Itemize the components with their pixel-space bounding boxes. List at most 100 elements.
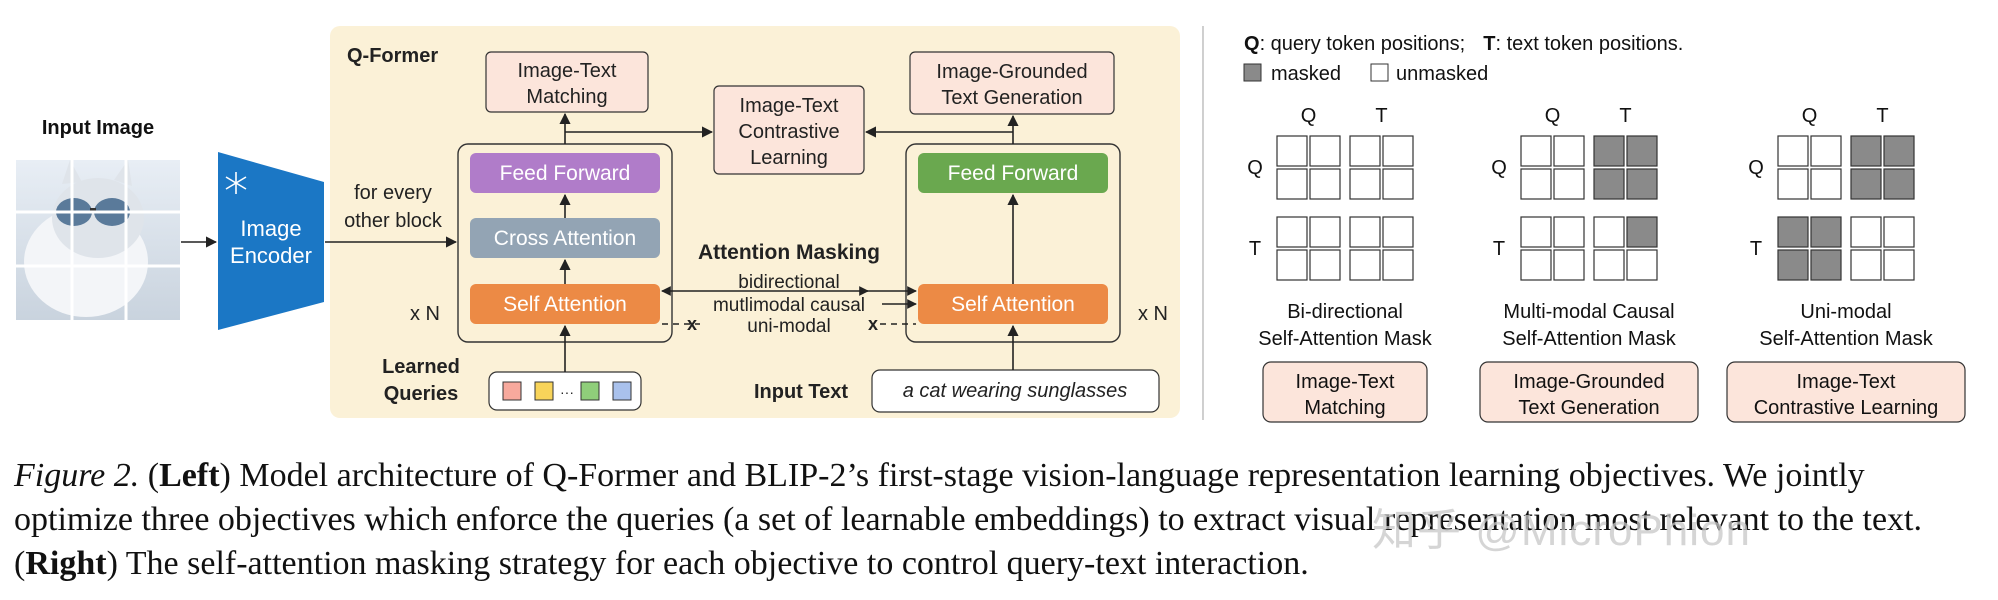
- mask-title-line-2: Self-Attention Mask: [1759, 328, 1933, 350]
- mask-objective-line-1: Image-Text: [1797, 371, 1896, 393]
- mask-cell-unmasked: [1810, 135, 1842, 167]
- mask-cell-unmasked: [1309, 249, 1341, 281]
- figure-caption: Figure 2. (Left) Model architecture of Q…: [14, 457, 1923, 582]
- caption-right-word: Right: [25, 545, 107, 582]
- mask-cell-unmasked: [1309, 135, 1341, 167]
- qformer-title: Q-Former: [347, 45, 438, 67]
- mask-title-line-1: Multi-modal Causal: [1503, 301, 1674, 323]
- mask-col-q-label: Q: [1301, 105, 1317, 127]
- itm-label-2: Matching: [526, 86, 607, 108]
- caption-left-word: Left: [159, 457, 220, 494]
- mask-row-t-label: T: [1750, 238, 1762, 260]
- every-other-block-label-2: other block: [344, 210, 443, 232]
- input-text-label: Input Text: [754, 381, 848, 403]
- mask-cell-unmasked: [1349, 216, 1381, 248]
- query-token-1: [502, 381, 522, 401]
- mask-cell-masked: [1883, 135, 1915, 167]
- itc-objective-box: [713, 85, 865, 175]
- input-image-label: Input Image: [42, 117, 154, 139]
- legend-masked-swatch: [1243, 63, 1262, 82]
- mask-objective-box: [1262, 361, 1428, 423]
- mask-type-multimodal-causal: mutlimodal causal: [713, 295, 865, 316]
- itg-label-2: Text Generation: [941, 87, 1082, 109]
- mask-col-q-label: Q: [1802, 105, 1818, 127]
- mask-cell-unmasked: [1850, 216, 1882, 248]
- input-text-value: a cat wearing sunglasses: [903, 380, 1128, 402]
- itg-objective-box: [909, 51, 1115, 115]
- image-encoder: [218, 152, 324, 330]
- query-token-2: [534, 381, 554, 401]
- mask-cell-unmasked: [1520, 135, 1552, 167]
- mask-cell-unmasked: [1626, 249, 1658, 281]
- mask-cell-unmasked: [1883, 249, 1915, 281]
- mask-row-t-label: T: [1249, 238, 1261, 260]
- text-self-attention-label: Self Attention: [951, 293, 1075, 316]
- text-repeat-label: x N: [1138, 303, 1168, 325]
- itc-label-1: Image-Text: [740, 95, 839, 117]
- mask-cell-unmasked: [1850, 249, 1882, 281]
- mask-cell-masked: [1850, 135, 1882, 167]
- mask-cell-unmasked: [1349, 135, 1381, 167]
- mask-cell-masked: [1777, 216, 1809, 248]
- mask-cell-masked: [1810, 216, 1842, 248]
- query-token-4: [612, 381, 632, 401]
- mask-cell-unmasked: [1520, 249, 1552, 281]
- mask-cell-unmasked: [1276, 249, 1308, 281]
- mask-col-t-label: T: [1375, 105, 1387, 127]
- learned-queries-label-2: Queries: [384, 383, 458, 405]
- mask-cell-unmasked: [1593, 249, 1625, 281]
- mask-title-line-1: Bi-directional: [1287, 301, 1403, 323]
- mask-cell-masked: [1626, 216, 1658, 248]
- mask-objective-line-1: Image-Text: [1296, 371, 1395, 393]
- mask-row-q-label: Q: [1247, 157, 1263, 179]
- mask-title-line-1: Uni-modal: [1800, 301, 1891, 323]
- learned-queries-label-1: Learned: [382, 356, 460, 378]
- mask-objective-box: [1726, 361, 1966, 423]
- query-token-3: [580, 381, 600, 401]
- mask-col-t-label: T: [1619, 105, 1631, 127]
- mask-cell-masked: [1850, 168, 1882, 200]
- mask-cell-masked: [1626, 135, 1658, 167]
- mask-cell-masked: [1593, 168, 1625, 200]
- mask-cell-unmasked: [1309, 216, 1341, 248]
- mask-cell-unmasked: [1276, 135, 1308, 167]
- mask-objective-line-1: Image-Grounded: [1513, 371, 1664, 393]
- query-feed-forward-label: Feed Forward: [500, 162, 631, 185]
- input-image-cat: [16, 160, 180, 320]
- mask-col-t-label: T: [1876, 105, 1888, 127]
- mask-cell-unmasked: [1553, 216, 1585, 248]
- watermark: 知乎 @MicroPhion: [1372, 506, 1751, 555]
- mask-row-q-label: Q: [1748, 157, 1764, 179]
- itc-label-3: Learning: [750, 147, 828, 169]
- query-ellipsis: ···: [560, 384, 574, 400]
- itm-objective-box: [485, 51, 649, 113]
- itg-label-1: Image-Grounded: [936, 61, 1087, 83]
- mask-cell-unmasked: [1593, 216, 1625, 248]
- blocked-mark-right: x: [868, 314, 878, 334]
- image-encoder-label-1: Image: [240, 216, 301, 241]
- legend-unmasked-swatch: [1370, 63, 1389, 82]
- every-other-block-label-1: for every: [354, 182, 432, 204]
- caption-figure-label: Figure 2.: [14, 457, 140, 494]
- snowflake-icon: [225, 172, 247, 194]
- mask-cell-unmasked: [1883, 216, 1915, 248]
- cross-attention: [470, 218, 660, 258]
- mask-cell-unmasked: [1276, 168, 1308, 200]
- mask-cell-unmasked: [1382, 168, 1414, 200]
- input-text-box: [871, 369, 1160, 413]
- text-feed-forward-label: Feed Forward: [948, 162, 1079, 185]
- mask-cell-unmasked: [1349, 168, 1381, 200]
- itm-label-1: Image-Text: [518, 60, 617, 82]
- cross-attention-label: Cross Attention: [494, 227, 636, 250]
- mask-cell-unmasked: [1520, 168, 1552, 200]
- mask-cell-unmasked: [1810, 168, 1842, 200]
- mask-cell-unmasked: [1349, 249, 1381, 281]
- query-self-attention-label: Self Attention: [503, 293, 627, 316]
- blocked-mark-left: x: [687, 314, 697, 334]
- mask-cell-unmasked: [1382, 216, 1414, 248]
- mask-cell-unmasked: [1382, 249, 1414, 281]
- mask-cell-unmasked: [1309, 168, 1341, 200]
- mask-cell-unmasked: [1553, 249, 1585, 281]
- mask-objective-line-2: Contrastive Learning: [1754, 397, 1939, 419]
